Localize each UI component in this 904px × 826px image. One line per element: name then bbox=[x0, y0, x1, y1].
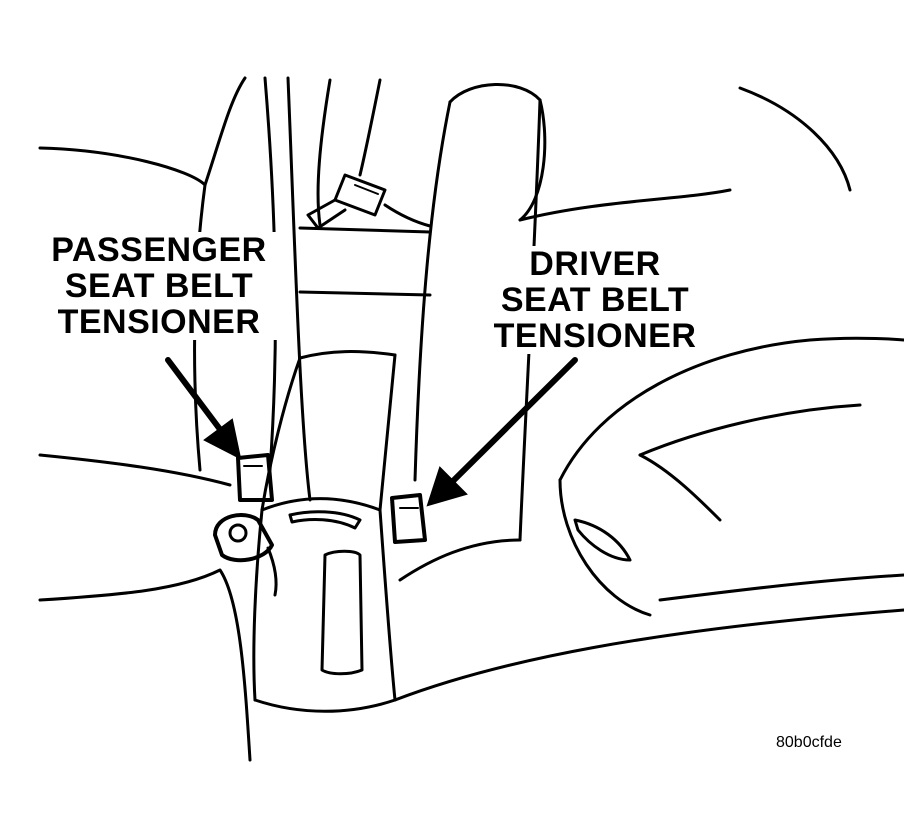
console-top bbox=[298, 350, 397, 360]
driver-seat-inner bbox=[518, 188, 732, 222]
passenger-seat-outline bbox=[38, 76, 247, 187]
console-body-right bbox=[378, 508, 397, 702]
driver-seat-upper bbox=[738, 86, 852, 192]
console-left bbox=[260, 356, 302, 512]
rear-belt-buckle bbox=[333, 173, 387, 217]
steering-wheel-spoke bbox=[638, 453, 722, 522]
console-body-left bbox=[252, 508, 264, 702]
rear-belt-strap-2 bbox=[358, 78, 382, 177]
passenger-cushion-edge bbox=[38, 568, 252, 762]
rear-seat-line bbox=[298, 226, 432, 234]
driver-label-line-2: SEAT BELT bbox=[500, 281, 690, 319]
console-right bbox=[378, 353, 397, 512]
driver-label-line-1: DRIVER bbox=[529, 245, 661, 283]
driver-arrow-head bbox=[426, 466, 468, 507]
passenger-label-line-1: PASSENGER bbox=[51, 231, 267, 269]
left-pillar-inner bbox=[286, 76, 312, 502]
console-storage bbox=[320, 549, 364, 676]
passenger-seat-belt-tensioner-label: PASSENGER SEAT BELT TENSIONER bbox=[40, 232, 278, 340]
passenger-label-line-3: TENSIONER bbox=[57, 303, 261, 341]
rear-seat-line-2 bbox=[298, 290, 432, 297]
driver-label-line-3: TENSIONER bbox=[493, 317, 697, 355]
passenger-buckle-strap bbox=[266, 546, 278, 597]
console-base bbox=[253, 698, 397, 713]
rear-belt-tongue bbox=[306, 198, 347, 230]
driver-seat-belt-tensioner-label: DRIVER SEAT BELT TENSIONER bbox=[486, 246, 704, 354]
steering-wheel-rim bbox=[638, 403, 862, 457]
driver-seat-side-left bbox=[413, 100, 452, 482]
passenger-buckle-hole bbox=[228, 523, 248, 543]
passenger-arrow-shaft bbox=[165, 357, 225, 435]
figure-id: 80b0cfde bbox=[776, 734, 842, 751]
driver-tensioner bbox=[390, 493, 427, 544]
passenger-label-line-2: SEAT BELT bbox=[64, 267, 254, 305]
floor-line bbox=[393, 608, 904, 702]
steering-wheel-inner bbox=[558, 478, 652, 617]
passenger-cushion-top bbox=[38, 453, 232, 487]
console-slot bbox=[288, 510, 362, 530]
rear-belt-buckle-slot bbox=[354, 184, 379, 195]
rear-belt-lap bbox=[383, 203, 432, 228]
console-front bbox=[260, 497, 382, 512]
passenger-buckle bbox=[213, 513, 274, 563]
driver-arrow-shaft bbox=[449, 357, 578, 485]
rear-belt-strap bbox=[316, 78, 332, 227]
steering-wheel-outer bbox=[558, 336, 904, 482]
dash-line bbox=[658, 573, 904, 602]
driver-cushion bbox=[398, 538, 522, 582]
passenger-tensioner bbox=[236, 453, 274, 502]
passenger-arrow-head bbox=[203, 418, 242, 460]
driver-seat-outline bbox=[448, 83, 547, 222]
steering-wheel-hub bbox=[573, 518, 632, 562]
